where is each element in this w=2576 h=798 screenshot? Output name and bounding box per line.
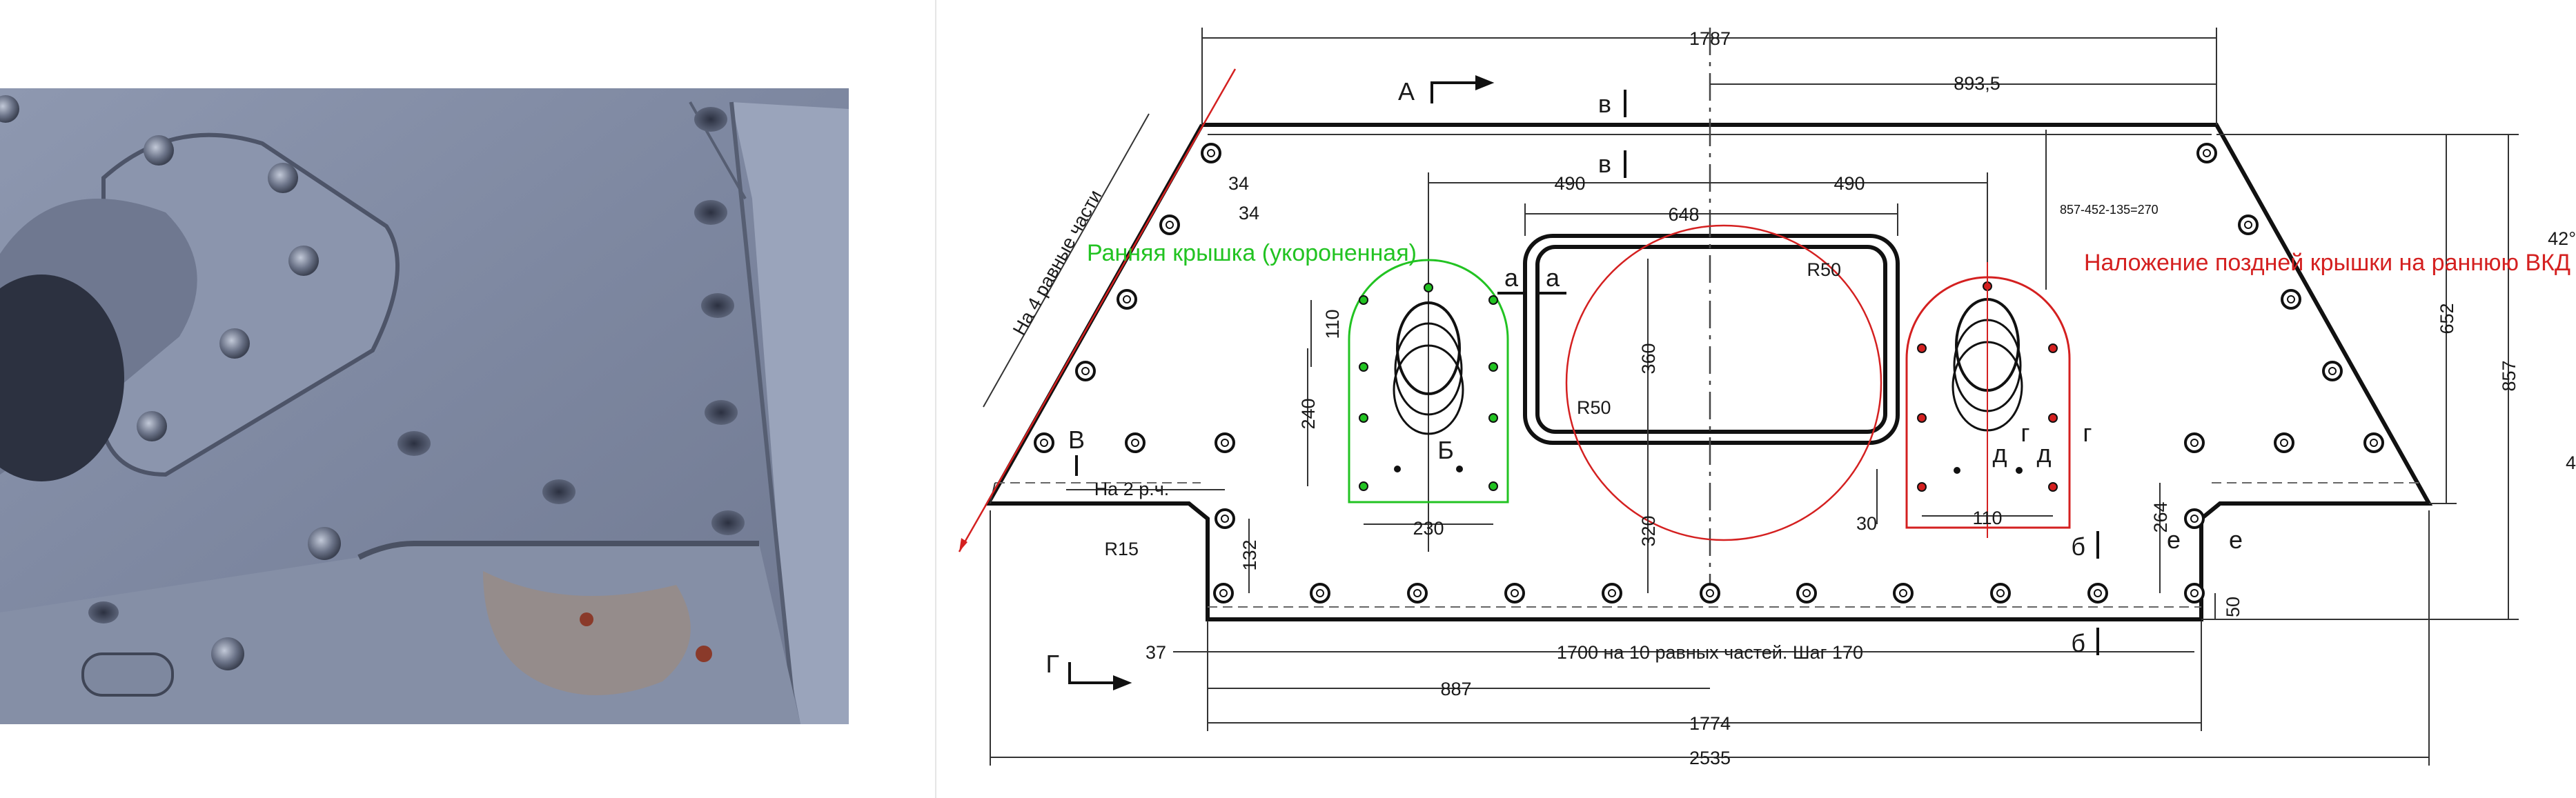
dim-264: 264 <box>2150 501 2171 532</box>
photo-image <box>0 88 849 724</box>
section-g-bottom: Г <box>1046 650 1060 678</box>
dim-893-5: 893,5 <box>1954 73 2000 94</box>
red-arrow-head <box>959 538 967 552</box>
dim-110-right: 110 <box>1972 508 2002 528</box>
dim-34-b: 34 <box>1239 203 1259 223</box>
angle-42: 42° <box>2548 228 2576 249</box>
late-cover-overlay <box>1565 224 2071 541</box>
panel-divider <box>935 0 936 798</box>
dim-857: 857 <box>2499 360 2519 391</box>
early-cover-outline <box>1348 259 1509 503</box>
dim-320: 320 <box>1638 515 1659 546</box>
bolt-holes <box>1034 143 2384 604</box>
dim-30: 30 <box>1856 513 1877 534</box>
dim-50: 50 <box>2223 597 2243 617</box>
dim-648: 648 <box>1668 204 1699 225</box>
section-e-right: е <box>2229 526 2243 554</box>
early-cover-label: Ранняя крышка (укороненная) <box>1087 240 1417 266</box>
section-e-left: е <box>2167 526 2181 554</box>
section-v-lower: в <box>1598 150 1611 178</box>
section-marks <box>1068 75 2099 690</box>
section-g-right: г <box>2083 419 2092 447</box>
section-letters: А в в а а В Г Б б б д д г г е е <box>1046 77 2243 678</box>
angle-4: 4 <box>2566 452 2576 473</box>
hatch-opening <box>1523 234 1900 445</box>
dimension-labels: 1787 893,5 490 490 648 34 34 R50 R50 360… <box>1009 28 2576 768</box>
dim-bolt-spacing: 1700 на 10 равных частей. Шаг 170 <box>1557 642 1863 663</box>
dim-887: 887 <box>1440 679 1471 699</box>
section-d-right: д <box>2036 439 2051 468</box>
bolt-hole <box>1034 143 2384 604</box>
section-d-left: д <box>1992 439 2007 468</box>
dim-r50-top: R50 <box>1807 259 1841 280</box>
dim-490-left: 490 <box>1554 173 1585 194</box>
dim-110-left: 110 <box>1322 309 1343 339</box>
dim-1774: 1774 <box>1689 713 1731 734</box>
dim-37: 37 <box>1146 642 1166 663</box>
section-v-letter: В <box>1068 426 1085 454</box>
dim-132: 132 <box>1239 539 1260 570</box>
section-v-upper: в <box>1598 90 1611 118</box>
dim-1787: 1787 <box>1689 28 1731 49</box>
section-a-mark: А <box>1398 77 1415 106</box>
dim-two-parts: На 2 р.ч. <box>1094 479 1170 499</box>
section-g-left: г <box>2021 419 2029 447</box>
dim-240: 240 <box>1298 398 1319 429</box>
section-a-right: а <box>1546 263 1560 292</box>
dim-r50-bottom: R50 <box>1577 397 1611 418</box>
red-guide-line <box>958 68 1237 552</box>
section-b-letter: Б <box>1437 436 1454 464</box>
dim-2535: 2535 <box>1689 748 1731 768</box>
dim-r15: R15 <box>1104 539 1139 559</box>
dim-230: 230 <box>1413 518 1444 539</box>
dim-34-a: 34 <box>1228 173 1249 194</box>
section-b-lower1: б <box>2071 532 2085 561</box>
plate-outline <box>984 123 2433 621</box>
armor-plate-photo <box>0 88 849 724</box>
part-number-note: 857-452-135=270 <box>2060 203 2159 217</box>
late-cover-label: Наложение поздней крышки на раннюю ВКД <box>2084 250 2570 276</box>
dim-360: 360 <box>1638 343 1659 374</box>
dimension-lines <box>983 28 2519 766</box>
dim-490-right: 490 <box>1833 173 1865 194</box>
section-a-left: а <box>1504 263 1519 292</box>
dim-652: 652 <box>2437 303 2457 334</box>
section-b-lower2: б <box>2071 629 2085 657</box>
